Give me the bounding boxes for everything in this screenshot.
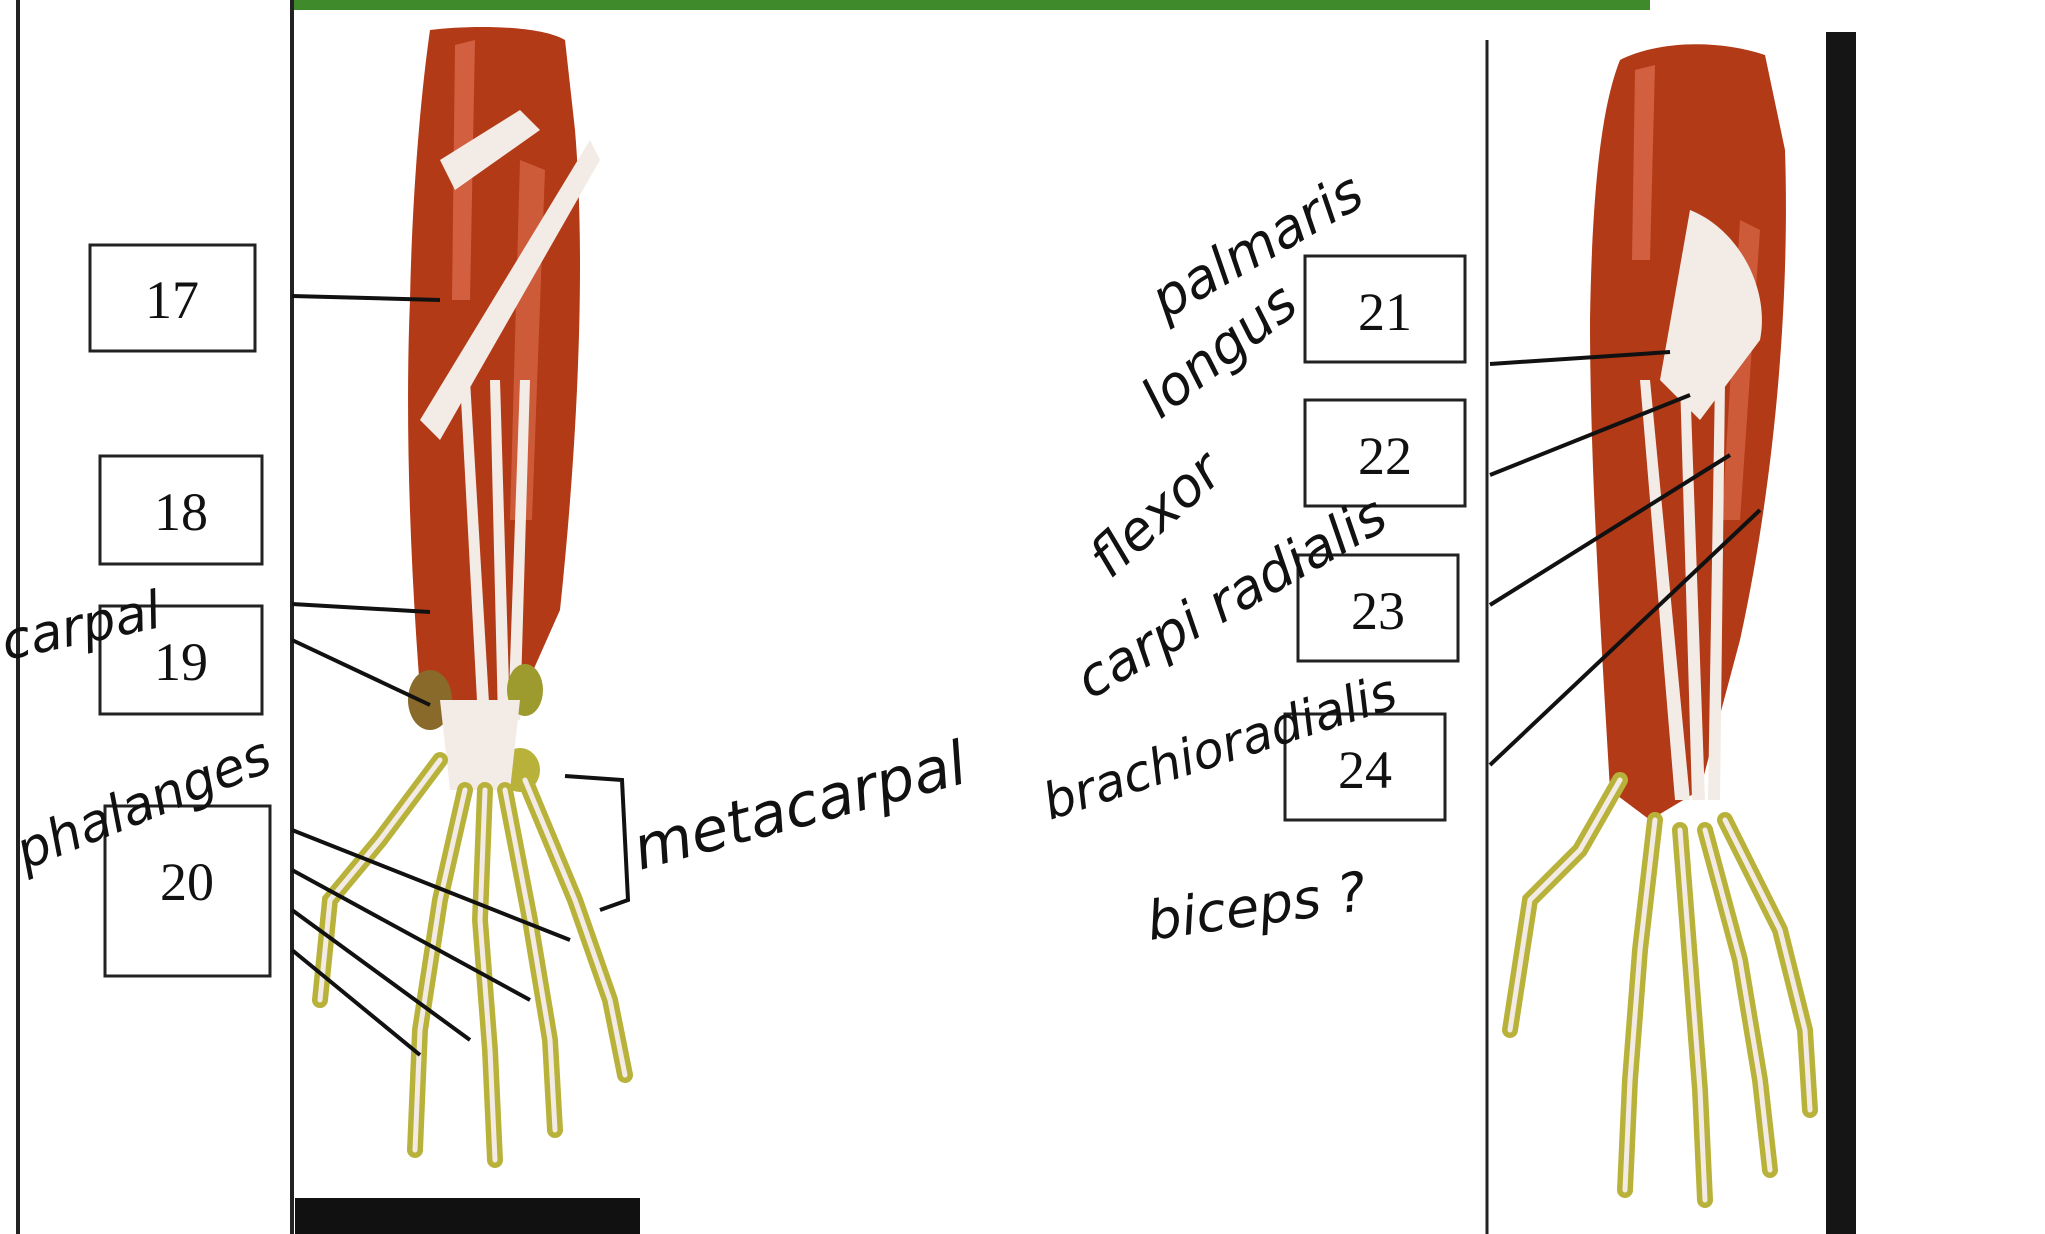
label-box-text: 23 [1351, 581, 1405, 641]
label-box-text: 17 [145, 270, 199, 330]
label-box-17: 17 [90, 245, 255, 351]
wrist-tendons [440, 700, 520, 790]
label-box-text: 19 [154, 632, 208, 692]
label-box-22: 22 [1305, 400, 1465, 506]
label-box-text: 18 [154, 482, 208, 542]
label-box-21: 21 [1305, 256, 1465, 362]
label-box-text: 22 [1358, 426, 1412, 486]
right-dark-bar [1826, 32, 1856, 1234]
bottom-dark-bar [295, 1198, 640, 1234]
label-box-text: 20 [160, 852, 214, 912]
label-box-text: 24 [1338, 740, 1392, 800]
top-green-strip [290, 0, 1650, 10]
label-box-text: 21 [1358, 282, 1412, 342]
label-box-18: 18 [100, 456, 262, 564]
